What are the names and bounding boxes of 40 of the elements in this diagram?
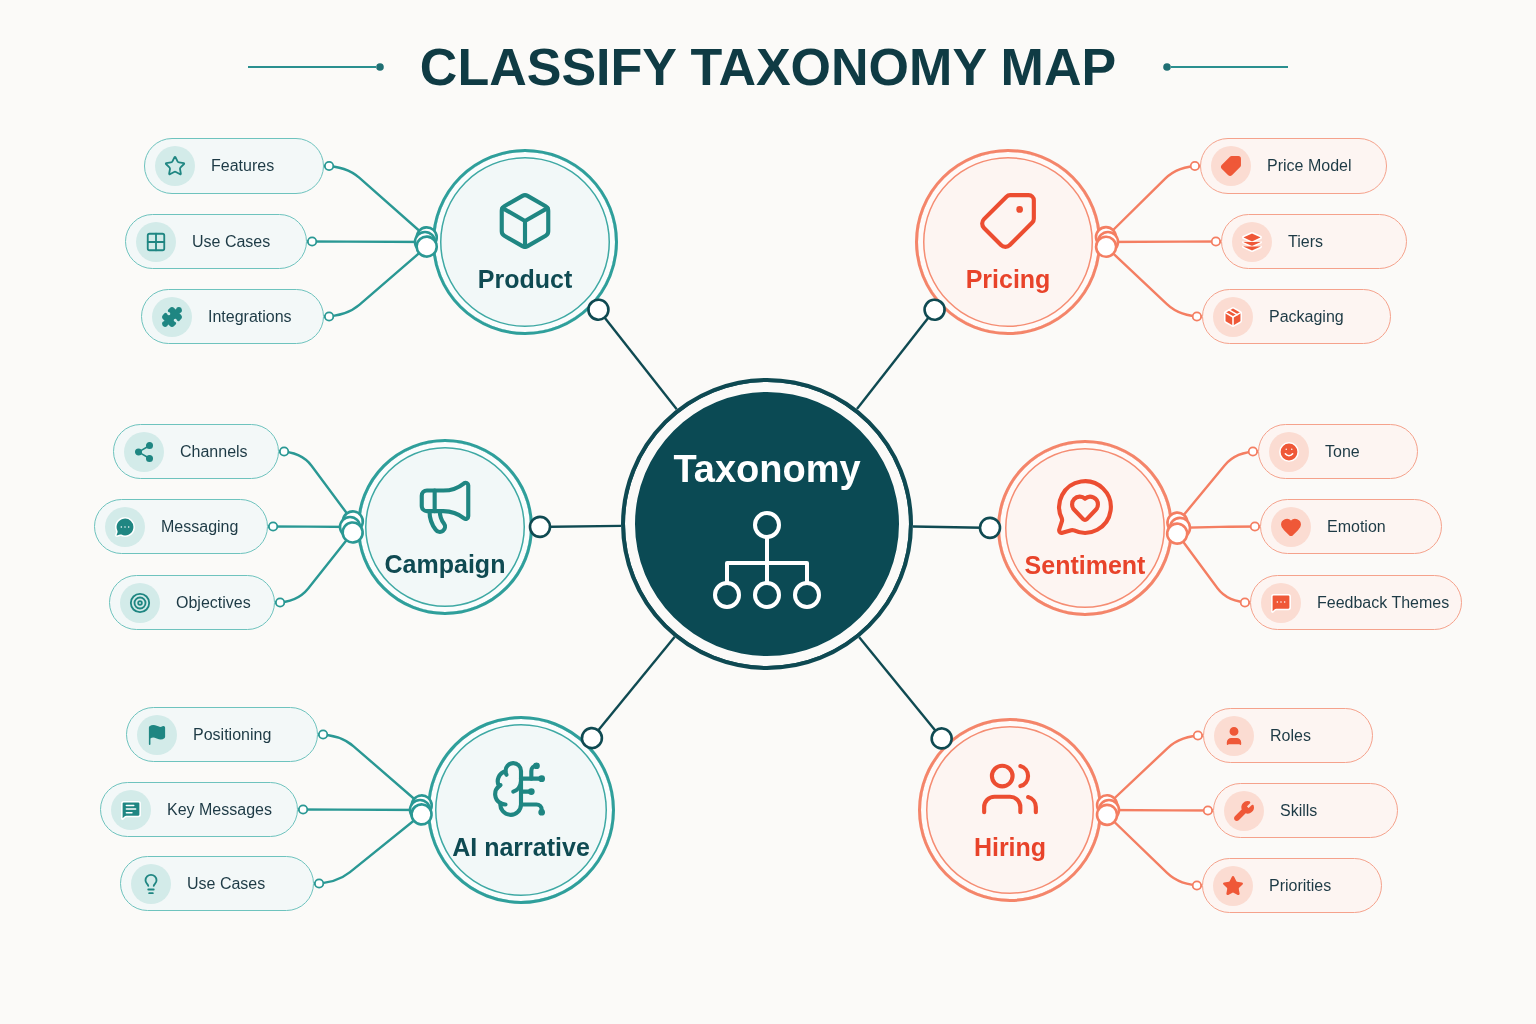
category-label: Sentiment [1024, 550, 1146, 580]
topic-label: Messaging [161, 516, 239, 537]
category-label: Hiring [973, 832, 1047, 862]
category-label: Pricing [965, 264, 1051, 294]
connector-line [587, 298, 678, 410]
topic-label: Use Cases [192, 231, 271, 252]
topic-label: Skills [1280, 800, 1318, 821]
connector-line [1095, 803, 1203, 891]
topic-label: Roles [1270, 725, 1311, 746]
topic-pill [1200, 138, 1387, 194]
topic-pill [144, 138, 324, 194]
topic-label: Use Cases [187, 873, 266, 894]
topic-label: Tone [1325, 441, 1360, 462]
topic-label: Objectives [176, 592, 251, 613]
topic-label: Key Messages [167, 799, 272, 820]
connector-line [580, 636, 676, 750]
connector-line [856, 298, 946, 410]
topic-label: Feedback Themes [1317, 592, 1450, 613]
category-label: Product [477, 264, 573, 294]
connector-line [858, 636, 953, 750]
category-label: Campaign [384, 549, 506, 579]
topic-label: Features [211, 156, 275, 176]
connector-line [1094, 235, 1203, 322]
topic-label: Priorities [1269, 875, 1332, 896]
connector-line [912, 516, 1002, 540]
connector-line [274, 521, 364, 608]
connector-line [313, 803, 433, 889]
connector-line [1165, 522, 1251, 608]
topic-label: Positioning [193, 724, 272, 745]
category-label: AI narrative [452, 832, 590, 862]
topic-label: Emotion [1327, 516, 1386, 537]
connector-line [323, 235, 438, 322]
topic-label: Price Model [1267, 156, 1352, 176]
connector-line [528, 515, 622, 539]
topic-label: Integrations [208, 306, 292, 327]
topic-label: Channels [180, 441, 248, 462]
topic-label: Tiers [1288, 231, 1323, 252]
topic-label: Packaging [1269, 306, 1344, 327]
hub-label: Taxonomy [673, 447, 861, 491]
title: CLASSIFY TAXONOMY MAP [419, 38, 1117, 96]
